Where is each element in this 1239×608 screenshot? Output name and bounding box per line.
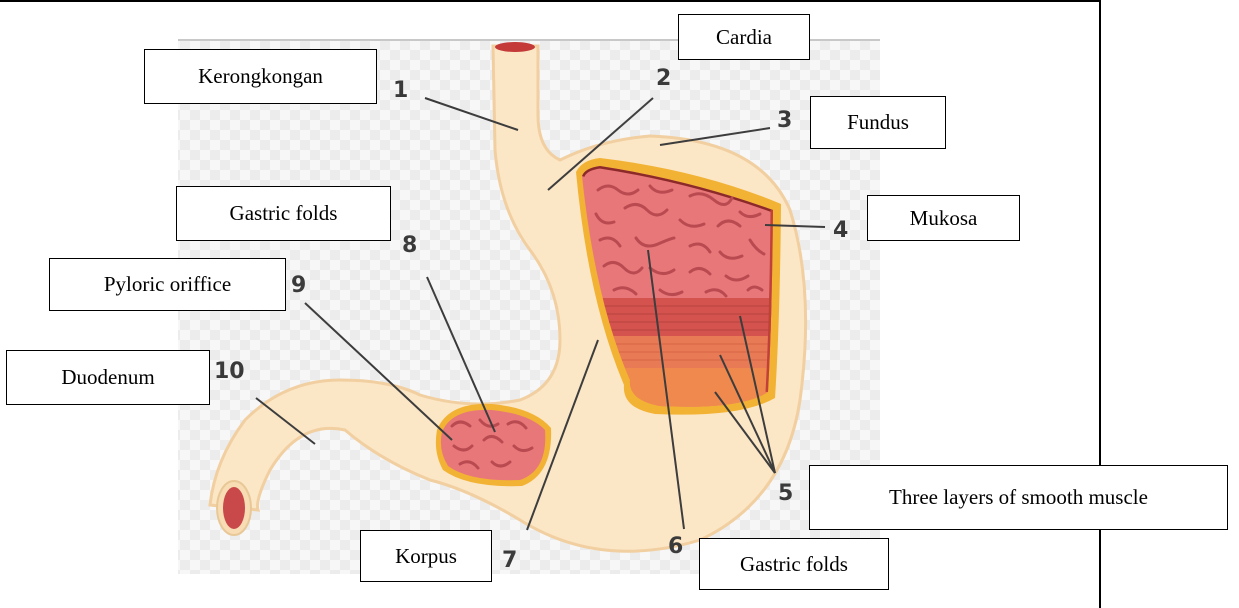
label-korpus: Korpus [360,530,492,582]
number-6: 6 [668,534,683,559]
label-cardia: Cardia [678,14,810,60]
number-7: 7 [502,548,517,573]
number-10: 10 [214,359,245,384]
label-fundus: Fundus [810,96,946,149]
label-three-layers: Three layers of smooth muscle [809,465,1228,530]
label-gastric-folds-top: Gastric folds [176,186,391,241]
number-2: 2 [656,66,671,91]
label-kerongkongan: Kerongkongan [144,49,377,104]
label-pyloric-oriffice: Pyloric oriffice [49,258,286,311]
number-1: 1 [393,78,408,103]
number-8: 8 [402,233,417,258]
esophagus-opening [495,42,535,52]
number-4: 4 [833,218,848,243]
duodenum-opening [223,487,245,529]
number-9: 9 [291,273,306,298]
label-mukosa: Mukosa [867,195,1020,241]
label-duodenum: Duodenum [6,350,210,405]
number-3: 3 [777,108,792,133]
number-5: 5 [778,481,793,506]
label-gastric-folds-bottom: Gastric folds [699,538,889,590]
